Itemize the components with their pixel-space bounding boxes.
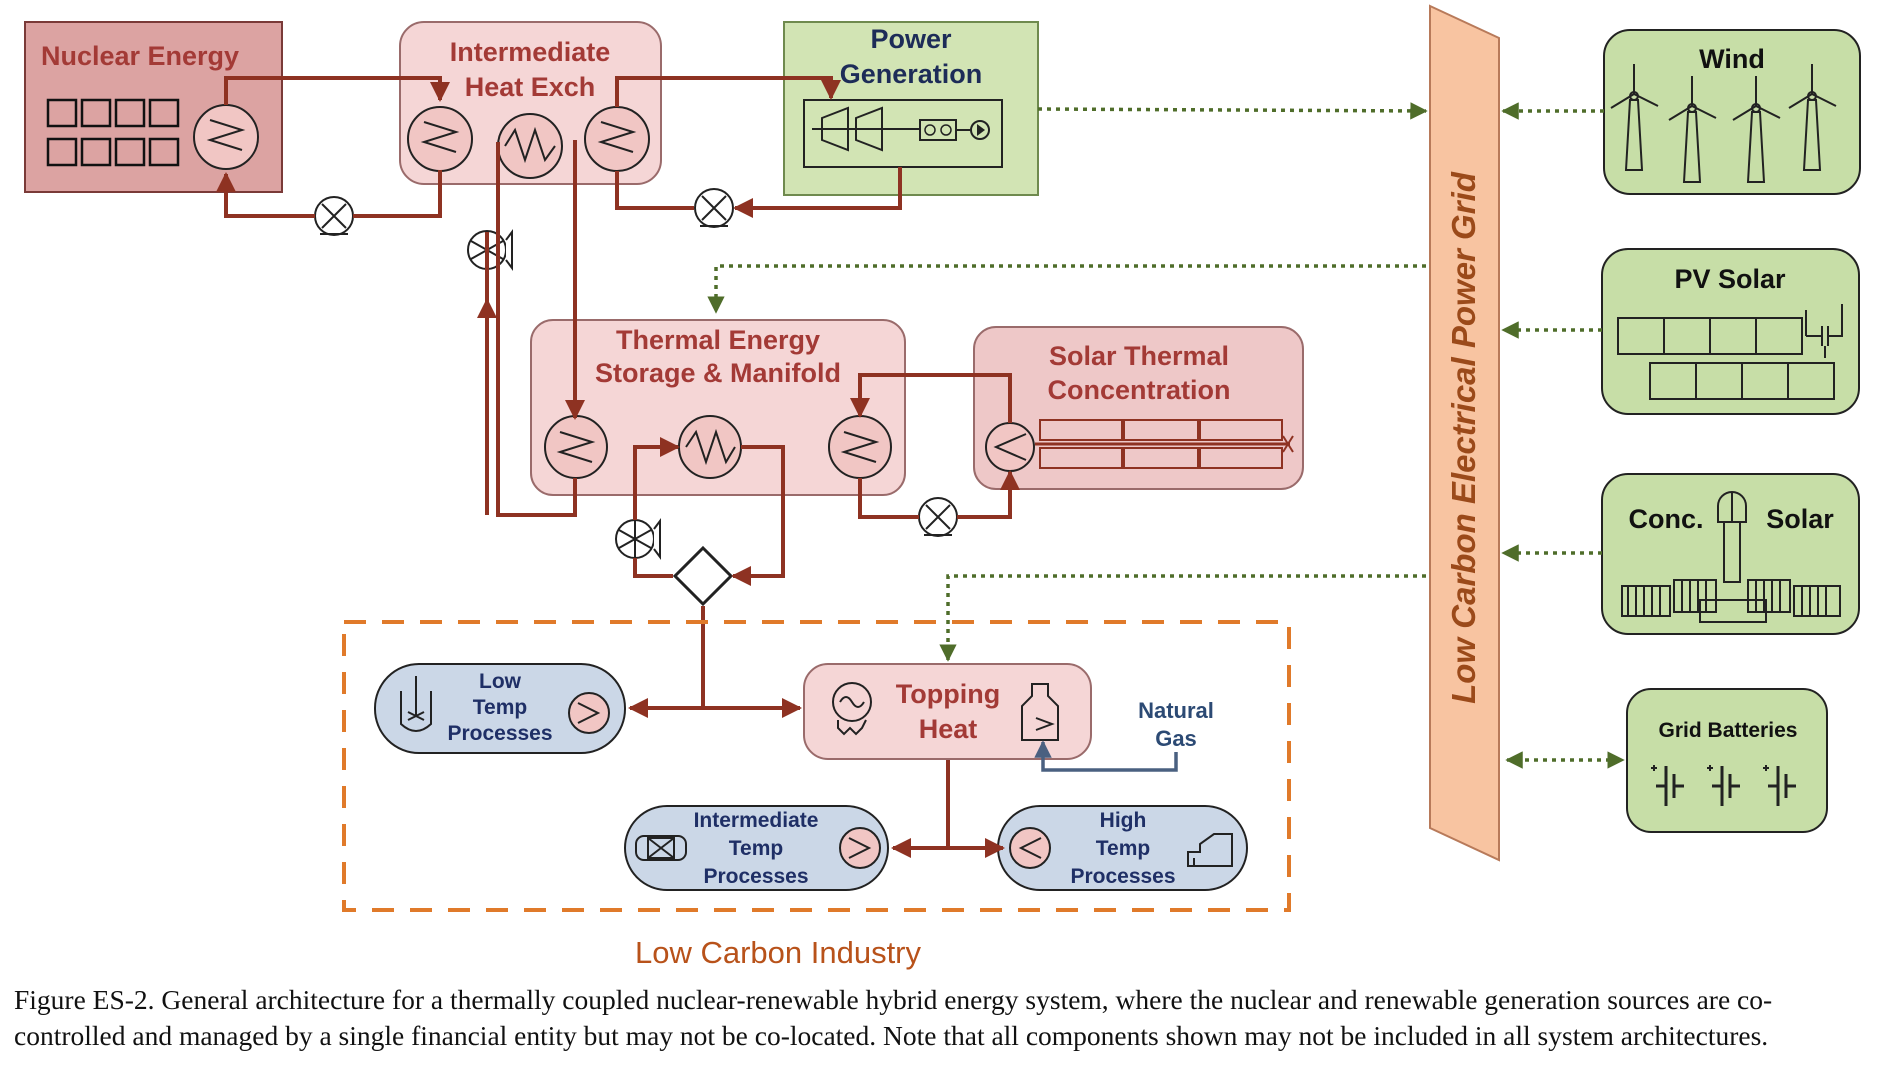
low-temp-label-line1: Low [479,670,522,693]
solar-tower-icon [1621,491,1841,623]
natural-gas-source: Natural Gas [1034,698,1214,772]
pipe-solar-to-tes [850,373,1012,423]
pv-solar-label: PV Solar [1674,264,1786,294]
nuclear-energy-block: Nuclear Energy [24,21,283,193]
topping-label-line1: Topping [896,679,1000,709]
reactor-core-icon [46,98,180,167]
pump-power-loop-icon [694,188,734,228]
ihx-center-exchanger-icon [497,113,563,179]
pipe-compressor-to-center [633,437,680,520]
tes-label-line2: Storage & Manifold [595,358,841,388]
reactor-vessel-icon [400,676,432,732]
pipe-power-return [733,167,902,218]
wind-block: Wind [1603,29,1861,195]
ihx-label-line2: Heat Exch [465,72,596,102]
pipe-manifold-left [633,558,673,578]
manifold-valve-icon [672,545,734,607]
natural-gas-label-line1: Natural [1138,698,1214,723]
nuclear-heat-exchanger-icon [193,104,259,170]
pipe-solar-return [957,470,1020,519]
pipe-ihx-to-power [615,76,841,107]
solar-thermal-label-line2: Concentration [1047,375,1230,405]
power-gen-label-line2: Generation [840,59,983,89]
gas-furnace-icon [1021,683,1059,741]
low-temp-exchanger-icon [568,692,610,734]
pipe-ihx-center-left [496,142,577,517]
furnace-icon [1187,833,1233,867]
pipe-center-to-manifold [731,445,785,586]
intermediate-heat-exchange-block: Intermediate Heat Exch [399,21,662,185]
compressor-ihx-icon [467,229,513,271]
low-temp-processes-block: Low Temp Processes [374,663,626,754]
ihx-left-exchanger-icon [407,106,473,172]
electric-heater-icon [832,682,872,736]
tes-label-line1: Thermal Energy [616,325,820,355]
intermediate-temp-exchanger-icon [839,827,881,869]
pump-solar-loop-icon [918,497,958,537]
link-powergen-to-grid [1037,102,1428,120]
high-temp-label-line1: High [1100,809,1147,832]
natural-gas-label-line2: Gas [1155,726,1197,751]
industry-boundary [342,620,1291,912]
pipe-ihx-return [353,170,442,218]
gas-line [1034,740,1178,772]
pipe-return-to-nuclear [216,172,315,218]
thermal-storage-block: Thermal Energy Storage & Manifold [530,319,906,496]
turbine-generator-icon [803,99,1003,168]
figure-caption: Figure ES-2. General architecture for a … [14,984,1773,1051]
grid-batteries-label: Grid Batteries [1659,719,1798,742]
high-temp-processes-block: High Temp Processes [997,805,1248,891]
compressor-tes-icon [615,518,661,560]
ihx-right-exchanger-icon [584,106,650,172]
solar-thermal-exchanger-icon [985,422,1035,472]
conc-solar-label-left: Conc. [1628,504,1703,534]
pipe-nuclear-to-ihx [224,76,450,105]
high-temp-label-line3: Processes [1070,865,1175,888]
power-grid-label: Low Carbon Electrical Power Grid [1445,171,1482,704]
pump-nuclear-loop-icon [314,196,354,236]
pv-panel-icon [1617,304,1843,400]
pv-solar-block: PV Solar [1601,248,1860,415]
power-gen-label-line1: Power [870,24,952,54]
high-temp-label-line2: Temp [1096,837,1150,860]
intermediate-temp-label-line3: Processes [703,865,808,888]
low-temp-label-line2: Temp [473,696,527,719]
nuclear-energy-label: Nuclear Energy [41,41,239,71]
wind-turbine-icon [1610,64,1837,183]
solar-thermal-label-line1: Solar Thermal [1049,341,1229,371]
intermediate-temp-processes-block: Intermediate Temp Processes [624,805,889,891]
low-carbon-industry-label: Low Carbon Industry [635,935,922,970]
link-grid-to-topping [939,574,1426,662]
tes-left-exchanger-icon [544,415,608,479]
solar-thermal-block: Solar Thermal Concentration [973,326,1304,490]
grid-batteries-block: Grid Batteries [1626,688,1828,833]
wind-label: Wind [1699,44,1765,74]
intermediate-temp-label-line2: Temp [729,837,783,860]
high-temp-exchanger-icon [1009,827,1051,869]
intermediate-temp-label-line1: Intermediate [694,809,819,832]
pipe-return-to-ihx [615,171,694,210]
low-temp-label-line3: Processes [447,722,552,745]
parabolic-trough-icon [1035,419,1294,469]
conc-solar-label-right: Solar [1766,504,1834,534]
tes-right-exchanger-icon [828,415,892,479]
conc-solar-block: Conc. Solar [1601,473,1860,635]
kiln-icon [635,835,687,861]
link-grid-to-tes [707,264,1426,314]
tes-center-exchanger-icon [678,415,742,479]
topping-heat-block: Topping Heat [803,663,1092,760]
battery-icon [1651,765,1796,806]
ihx-label-line1: Intermediate [450,37,611,67]
pipe-tes-right-down [858,478,919,519]
power-generation-block: Power Generation [783,21,1039,196]
power-grid-bar: Low Carbon Electrical Power Grid [1429,4,1500,862]
topping-label-line2: Heat [919,714,978,744]
